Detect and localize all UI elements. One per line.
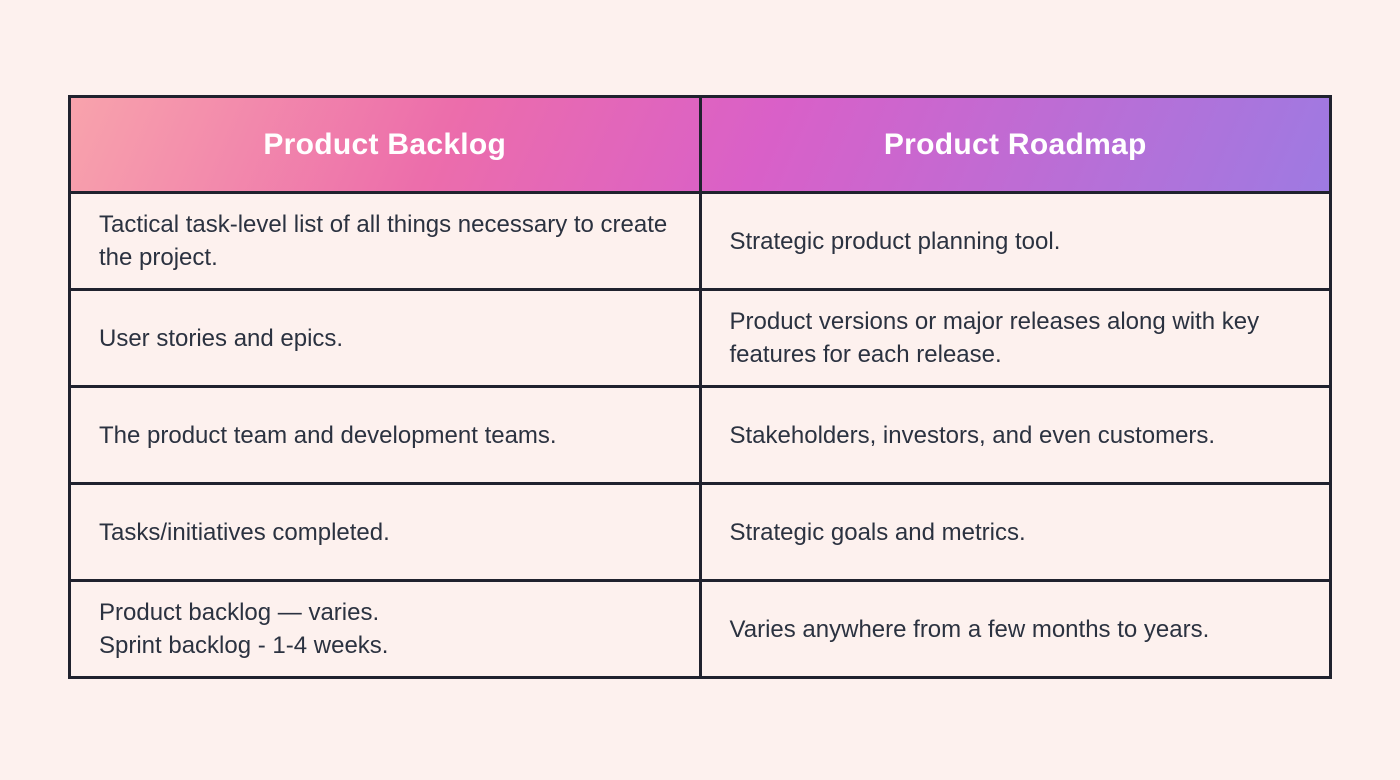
cell-text: Varies anywhere from a few months to yea… <box>729 615 1210 643</box>
table-cell-left: Product backlog — varies. Sprint backlog… <box>71 582 702 676</box>
cell-text: Strategic product planning tool. <box>729 227 1061 255</box>
cell-text: Tasks/initiatives completed. <box>99 518 390 546</box>
cell-text: Sprint backlog - 1-4 weeks. <box>99 632 389 659</box>
table-cell-right: Product versions or major releases along… <box>701 291 1329 385</box>
table-header-row: Product Backlog Product Roadmap <box>71 98 1329 194</box>
table-cell-left: User stories and epics. <box>71 291 702 385</box>
table-row: The product team and development teams. … <box>71 388 1329 485</box>
comparison-table: Product Backlog Product Roadmap Tactical… <box>68 95 1332 679</box>
table-cell-right: Strategic goals and metrics. <box>701 485 1329 579</box>
cell-text: Strategic goals and metrics. <box>729 518 1026 546</box>
table-row: Tactical task-level list of all things n… <box>71 194 1329 291</box>
header-cell-product-backlog: Product Backlog <box>71 98 702 191</box>
table-cell-left: The product team and development teams. <box>71 388 702 482</box>
cell-text: Product backlog — varies. <box>99 599 380 626</box>
table-cell-left: Tactical task-level list of all things n… <box>71 194 702 288</box>
header-cell-product-roadmap: Product Roadmap <box>883 127 1147 161</box>
cell-text: Stakeholders, investors, and even custom… <box>729 421 1216 449</box>
table-cell-left: Tasks/initiatives completed. <box>71 485 702 579</box>
cell-text: Tactical task-level list of all things n… <box>99 211 668 271</box>
cell-text: User stories and epics. <box>99 324 344 352</box>
table-row: Product backlog — varies. Sprint backlog… <box>71 582 1329 676</box>
cell-text: Product versions or major releases along… <box>729 308 1260 368</box>
cell-text: The product team and development teams. <box>99 421 557 449</box>
table-cell-right: Strategic product planning tool. <box>701 194 1329 288</box>
table-cell-right: Stakeholders, investors, and even custom… <box>701 388 1329 482</box>
table-row: Tasks/initiatives completed. Strategic g… <box>71 485 1329 582</box>
table-cell-right: Varies anywhere from a few months to yea… <box>701 582 1329 676</box>
table-row: User stories and epics. Product versions… <box>71 291 1329 388</box>
